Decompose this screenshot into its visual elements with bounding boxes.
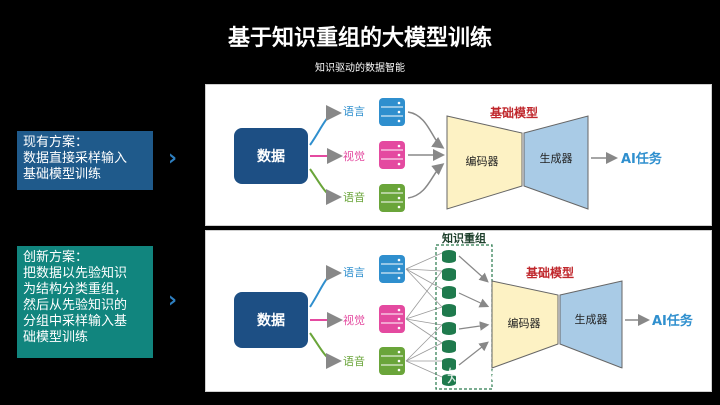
knowledge-database-icon <box>442 304 456 317</box>
knowledge-database-icon <box>442 358 456 371</box>
watermark: 知乎 @Model Scope 助理 <box>447 367 652 387</box>
arrow <box>407 163 445 199</box>
page-title: 基于知识重组的大模型训练 <box>227 26 492 51</box>
data-box <box>234 128 308 184</box>
generator-label: 生成器 <box>575 312 608 326</box>
current-approach-diagram: 数据 语言 视觉 语音 <box>205 84 712 226</box>
modality-vision: 视觉 <box>343 149 365 163</box>
knowledge-database-icon <box>442 286 456 299</box>
encoder-block <box>446 115 523 210</box>
knowledge-database-icon <box>442 374 456 386</box>
modality-audio: 语音 <box>343 354 365 368</box>
database-icon <box>379 347 405 375</box>
knowledge-database-icon <box>442 340 456 353</box>
knowledge-database-icon <box>442 268 456 281</box>
new-approach-text: 创新方案： 把数据以先验知识 为结构分类重组， 然后从先验知识的 分组中采样输入… <box>23 250 128 345</box>
modality-vision: 视觉 <box>343 313 365 327</box>
encoder-label: 编码器 <box>466 154 499 168</box>
knowledge-regroup-label: 知识重组 <box>441 231 486 245</box>
modality-language: 语言 <box>343 266 365 279</box>
new-approach-diagram: 数据 语言 视觉 语音 <box>205 230 712 392</box>
language-arrow <box>309 265 342 308</box>
knowledge-database-icon <box>442 250 456 263</box>
encoder-label: 编码器 <box>508 316 541 330</box>
chevron-right-icon: › <box>168 146 178 171</box>
chevron-right-icon: › <box>168 288 178 313</box>
foundation-model-title: 基础模型 <box>489 105 538 120</box>
generator-block <box>559 280 623 369</box>
database-icon <box>379 255 405 283</box>
database-icon <box>379 98 405 126</box>
database-icon <box>379 305 405 333</box>
modality-language: 语言 <box>343 105 365 118</box>
modality-audio: 语音 <box>343 190 365 204</box>
arrow <box>407 111 445 149</box>
audio-arrow <box>309 332 342 369</box>
data-label: 数据 <box>257 148 285 165</box>
audio-arrow <box>309 168 342 205</box>
data-label: 数据 <box>257 312 285 329</box>
page-subtitle: 知识驱动的数据智能 <box>315 63 405 74</box>
encoder-block <box>491 280 559 369</box>
generator-label: 生成器 <box>540 151 573 165</box>
current-approach-text: 现有方案： 数据直接采样输入 基础模型训练 <box>23 135 128 182</box>
connection-lines <box>405 252 443 378</box>
foundation-model-title: 基础模型 <box>525 265 574 280</box>
database-icon <box>379 141 405 169</box>
database-icon <box>379 184 405 212</box>
output-label: AI任务 <box>621 151 663 167</box>
current-approach-box: 现有方案： 数据直接采样输入 基础模型训练 <box>17 131 153 190</box>
generator-block <box>523 115 589 210</box>
language-arrow <box>309 105 342 146</box>
data-box <box>234 292 308 348</box>
output-label: AI任务 <box>652 313 694 329</box>
new-approach-box: 创新方案： 把数据以先验知识 为结构分类重组， 然后从先验知识的 分组中采样输入… <box>17 246 153 358</box>
knowledge-database-icon <box>442 322 456 335</box>
